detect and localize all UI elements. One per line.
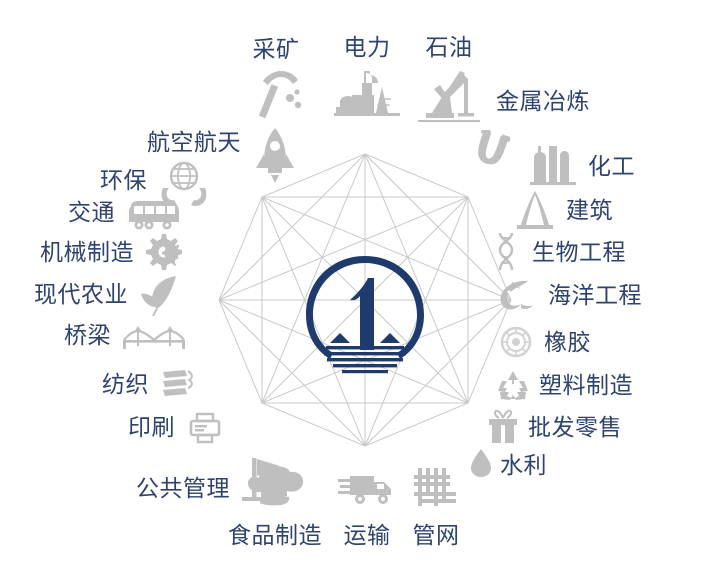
node-label: 交通 <box>68 198 115 225</box>
node-label: 橡胶 <box>544 328 591 355</box>
node-environment[interactable]: 环保 <box>100 152 218 208</box>
node-textile[interactable]: 纺织 <box>102 366 204 402</box>
chef-hat-icon <box>241 466 309 510</box>
node-label: 采矿 <box>252 36 300 62</box>
node-label: 公共管理 <box>136 474 230 501</box>
node-printing[interactable]: 印刷 <box>128 410 230 444</box>
node-label: 塑料制造 <box>539 371 633 398</box>
node-label: 金属冶炼 <box>496 88 590 114</box>
node-label: 机械制造 <box>40 238 134 265</box>
node-rubber[interactable]: 橡胶 <box>500 326 591 358</box>
node-bridge[interactable]: 桥梁 <box>64 318 194 352</box>
bus-icon <box>127 198 181 232</box>
rubber-gear-icon <box>500 326 532 358</box>
dolphin-icon <box>496 278 534 312</box>
gift-box-icon <box>488 410 518 444</box>
water-drop-icon <box>470 448 492 478</box>
node-label: 石油 <box>425 34 473 60</box>
node-label: 生物工程 <box>532 238 626 265</box>
node-label: 印刷 <box>128 413 175 440</box>
node-marine-engineering[interactable]: 海洋工程 <box>496 278 642 312</box>
node-label: 桥梁 <box>64 321 111 348</box>
node-metal-smelting-icon-wrap <box>474 130 510 170</box>
oil-pump-icon <box>418 69 480 125</box>
node-plastics-manufacturing[interactable]: 塑料制造 <box>497 370 633 400</box>
building-arch-icon <box>516 190 554 230</box>
node-label: 海洋工程 <box>548 281 642 308</box>
node-mining[interactable]: 采矿 <box>248 34 304 127</box>
globe-in-hands-icon <box>159 160 209 208</box>
node-label: 现代农业 <box>34 280 128 307</box>
magnet-icon <box>474 130 510 170</box>
node-construction[interactable]: 建筑 <box>516 190 613 230</box>
pickaxe-icon <box>248 65 304 121</box>
node-label: 运输 <box>343 522 391 548</box>
dna-helix-icon <box>494 232 518 272</box>
power-plant-icon <box>334 69 400 121</box>
pipe-network-icon <box>412 466 460 510</box>
node-label: 航空航天 <box>147 128 241 155</box>
node-machinery-manufacturing[interactable]: 机械制造 <box>40 228 203 276</box>
node-label: 化工 <box>588 152 635 179</box>
node-label: 管网 <box>412 522 460 548</box>
node-power[interactable]: 电力 <box>334 32 400 127</box>
node-label: 建筑 <box>566 196 613 223</box>
node-label: 电力 <box>343 34 391 60</box>
node-food-manufacturing[interactable]: 食品制造 <box>228 466 322 547</box>
node-label: 水利 <box>500 451 547 478</box>
node-wholesale-retail[interactable]: 批发零售 <box>488 410 622 444</box>
node-label: 食品制造 <box>228 522 322 548</box>
node-metal-smelting[interactable]: 金属冶炼 <box>496 90 590 113</box>
node-label: 环保 <box>100 166 147 193</box>
printer-icon <box>189 412 221 444</box>
gears-icon <box>146 232 194 276</box>
node-label: 纺织 <box>102 370 149 397</box>
node-water-conservancy[interactable]: 水利 <box>470 448 547 482</box>
node-label: 批发零售 <box>528 413 622 440</box>
leaf-sprout-icon <box>140 274 182 316</box>
node-pipe-network[interactable]: 管网 <box>412 466 460 547</box>
node-oil[interactable]: 石油 <box>418 32 480 131</box>
textile-icon <box>161 368 195 402</box>
node-bioengineering[interactable]: 生物工程 <box>494 232 626 272</box>
recycle-icon <box>497 370 529 400</box>
bridge-icon <box>123 324 185 352</box>
node-aerospace[interactable]: 航空航天 <box>147 100 306 184</box>
node-modern-agriculture[interactable]: 现代农业 <box>34 272 191 316</box>
sailboat-circle-logo <box>306 256 424 374</box>
node-transportation-traffic[interactable]: 交通 <box>68 192 190 232</box>
chemical-tanks-icon <box>530 144 576 188</box>
node-transport[interactable]: 运输 <box>338 470 396 547</box>
rocket-icon <box>253 126 297 184</box>
node-chemical-industry[interactable]: 化工 <box>530 144 635 188</box>
delivery-truck-icon <box>338 470 396 508</box>
